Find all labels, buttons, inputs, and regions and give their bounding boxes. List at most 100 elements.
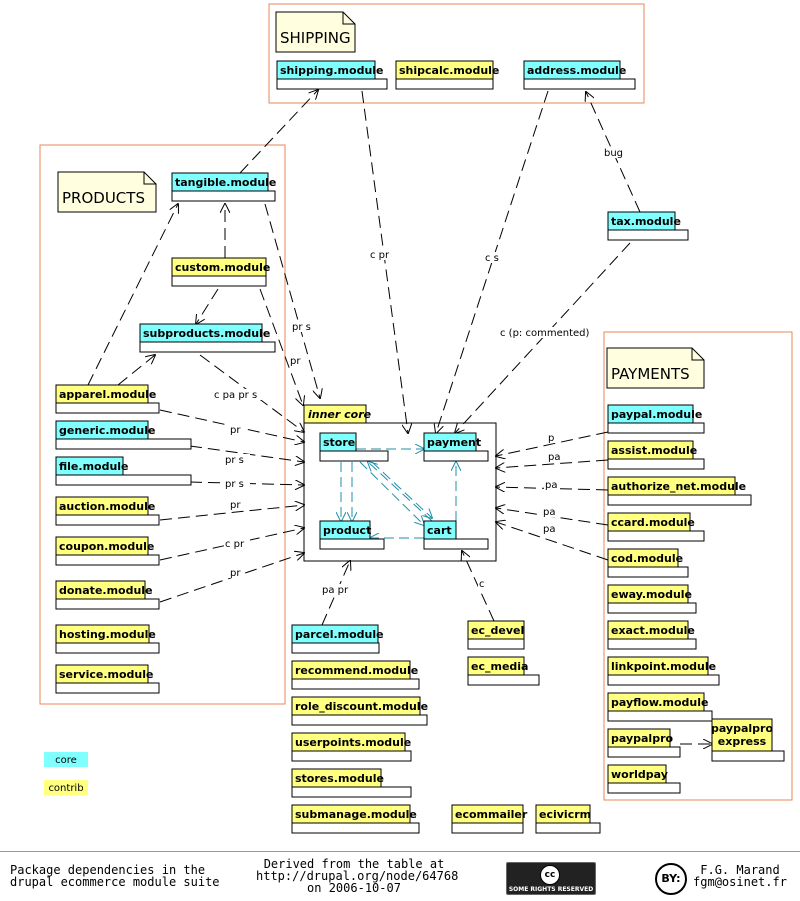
module-tab bbox=[171, 257, 267, 277]
edge-label: pa bbox=[543, 524, 555, 535]
edge-tangible-shipping bbox=[239, 90, 318, 174]
module-tab bbox=[55, 496, 149, 516]
module-assist: assist.module bbox=[607, 440, 705, 470]
module-cart: cart bbox=[423, 520, 489, 550]
edge-label: pr s bbox=[225, 479, 244, 490]
module-tab bbox=[139, 323, 263, 343]
note-label: PRODUCTS bbox=[62, 189, 145, 207]
module-authorize-net: authorize_net.module bbox=[607, 476, 752, 506]
edge-label: c pr bbox=[225, 539, 245, 550]
module-tab bbox=[55, 536, 149, 556]
module-tab bbox=[607, 692, 705, 712]
module-label: store bbox=[323, 436, 355, 449]
module-body bbox=[291, 714, 428, 726]
edge-apparel-subproducts bbox=[117, 355, 155, 386]
edge-line bbox=[196, 288, 219, 324]
module-address: address.module bbox=[523, 60, 636, 90]
module-tab bbox=[395, 60, 494, 80]
footer: Package dependencies in the drupal ecomm… bbox=[0, 851, 800, 901]
module-shipping-module: shipping.module bbox=[276, 60, 388, 90]
edge-label: pa bbox=[548, 452, 560, 463]
module-body bbox=[291, 642, 380, 654]
payments-group bbox=[603, 331, 793, 801]
module-tab bbox=[467, 620, 525, 640]
edge-label: pa pr bbox=[322, 585, 349, 596]
module-body bbox=[55, 682, 160, 694]
edge-line bbox=[496, 459, 609, 468]
module-label: apparel.module bbox=[59, 388, 156, 401]
module-body bbox=[55, 402, 160, 414]
module-body bbox=[607, 638, 697, 650]
module-label: tangible.module bbox=[175, 176, 276, 189]
module-ecommailer: ecommailer bbox=[451, 804, 528, 834]
note-shipping: SHIPPING bbox=[275, 11, 356, 53]
module-body bbox=[55, 474, 192, 486]
module-tab bbox=[291, 696, 421, 716]
module-tab bbox=[451, 804, 524, 824]
module-label: shipcalc.module bbox=[399, 64, 499, 77]
cc-icon: cc bbox=[540, 865, 560, 885]
module-tab bbox=[291, 804, 411, 824]
note-label: PAYMENTS bbox=[611, 365, 690, 383]
cc-label: SOME RIGHTS RESERVED bbox=[508, 886, 594, 893]
edge-label: c s bbox=[485, 253, 499, 264]
edge-parcel-core: pa pr bbox=[321, 561, 353, 626]
module-label: ecivicrm bbox=[539, 808, 591, 821]
module-auction: auction.module bbox=[55, 496, 160, 526]
module-donate: donate.module bbox=[55, 580, 160, 610]
module-tab bbox=[607, 440, 694, 460]
module-payment: payment bbox=[423, 432, 489, 462]
module-label: stores.module bbox=[295, 772, 384, 785]
module-label: worldpay bbox=[611, 768, 668, 781]
module-tab bbox=[55, 664, 149, 684]
module-label: ec_devel bbox=[471, 624, 524, 637]
edge-shipping-payment: c pr bbox=[361, 90, 408, 433]
module-tab bbox=[55, 420, 149, 440]
module-label: userpoints.module bbox=[295, 736, 411, 749]
creative-commons-badge[interactable]: cc SOME RIGHTS RESERVED bbox=[506, 862, 596, 895]
edge-line bbox=[117, 355, 155, 386]
edge-ccard-core: pa bbox=[496, 506, 609, 526]
module-label: recommend.module bbox=[295, 664, 418, 677]
module-label: cart bbox=[427, 524, 452, 537]
module-label: eway.module bbox=[611, 588, 692, 601]
edge-donate-core: pr bbox=[159, 553, 304, 603]
edge-custom-subproducts bbox=[196, 288, 219, 324]
module-tab bbox=[535, 804, 591, 824]
module-body bbox=[607, 458, 705, 470]
edge-label: c (p: commented) bbox=[500, 328, 589, 339]
module-label: payflow.module bbox=[611, 696, 708, 709]
module-label: file.module bbox=[59, 460, 129, 473]
module-tab bbox=[291, 660, 411, 680]
module-body bbox=[291, 678, 420, 690]
module-body bbox=[607, 674, 720, 686]
note-label: SHIPPING bbox=[280, 29, 351, 47]
edge-ecdevel-cart: c bbox=[462, 551, 495, 622]
edge-assist-core: pa bbox=[496, 451, 609, 468]
edge-line bbox=[496, 522, 609, 561]
module-body bbox=[607, 422, 705, 434]
module-label: donate.module bbox=[59, 584, 153, 597]
edge-line bbox=[361, 90, 408, 433]
edge-label: pa bbox=[543, 507, 555, 518]
module-label: exact.module bbox=[611, 624, 695, 637]
module-body bbox=[423, 450, 489, 462]
module-body bbox=[276, 78, 388, 90]
edge-file-core: pr s bbox=[189, 478, 304, 490]
legend-contrib: contrib bbox=[44, 780, 88, 795]
edge-label: pr s bbox=[225, 455, 244, 466]
module-tab bbox=[607, 656, 709, 676]
module-paypalpro: paypalpro bbox=[607, 728, 681, 758]
footer-title: Package dependencies in the drupal ecomm… bbox=[10, 863, 220, 889]
edge-line bbox=[436, 90, 549, 433]
shipping-group bbox=[268, 3, 645, 104]
module-parcel: parcel.module bbox=[291, 624, 384, 654]
module-body bbox=[607, 746, 681, 758]
edge-label: pr bbox=[230, 425, 241, 436]
module-body bbox=[607, 229, 689, 241]
module-label: address.module bbox=[527, 64, 626, 77]
module-body bbox=[607, 566, 689, 578]
module-body bbox=[711, 750, 785, 762]
